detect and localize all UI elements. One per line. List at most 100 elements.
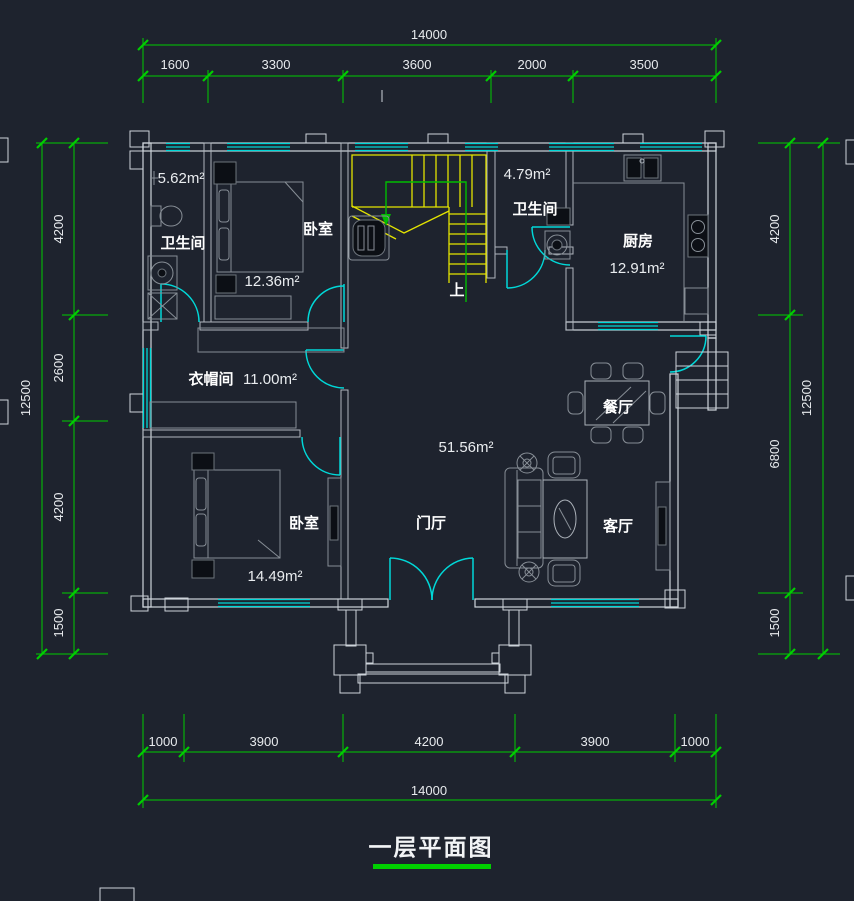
plant [516,452,538,474]
dimension-chain-top: 14000 1600 3300 3600 2000 3500 [137,27,722,103]
room-area-bedroom2: 14.49m² [247,568,302,585]
window-top-2 [227,142,290,152]
door-main-entrance [389,557,474,601]
rug [542,479,588,559]
dim-left-seg-2: 2600 [51,354,66,383]
washing-machine-stairwell [348,215,390,261]
coffee-table [553,499,577,539]
dim-bottom-total: 14000 [411,783,447,798]
dim-bottom-seg-1: 1000 [149,734,178,749]
kitchen-fixtures [573,154,709,322]
dining-table [584,380,650,426]
bed [216,181,304,273]
bedroom1-furniture [213,161,304,320]
dim-left-seg-1: 4200 [51,215,66,244]
dimension-ticks [36,137,80,660]
living-furniture [504,451,671,587]
window-top-5 [549,142,614,152]
porch-post [345,609,357,647]
dim-left-seg-4: 1500 [51,609,66,638]
room-area-bathroom2: 4.79m² [504,166,551,183]
interior-walls [142,142,574,600]
room-label-hall: 门厅 [416,514,446,532]
door-cloakroom [305,349,345,389]
dining-furniture [567,362,666,444]
dim-top-seg-5: 3500 [630,57,659,72]
room-label-bedroom2: 卧室 [289,514,319,532]
porch-step [357,673,509,684]
toilet [150,205,183,227]
side-steps [675,351,729,409]
porch-step [365,663,501,673]
sink [546,207,571,226]
room-label-dining: 餐厅 [603,398,633,416]
cloakroom-furniture [149,327,345,429]
dim-top-seg-4: 2000 [518,57,547,72]
dim-right-seg-1: 4200 [767,215,782,244]
dim-bottom-seg-5: 1000 [681,734,710,749]
door-bathroom2 [506,249,546,289]
dim-right-total: 12500 [799,380,814,416]
window-top-3 [355,142,408,152]
room-labels: 5.62m² 卫生间 卧室 12.36m² 4.79m² 卫生间 厨房 12.9… [158,166,665,585]
dimension-chain-bottom: 1000 3900 4200 3900 1000 14000 [137,714,722,808]
room-label-cloakroom: 衣帽间 [188,370,233,388]
title-underline [373,864,491,869]
room-area-cloakroom: 11.00m² [243,371,297,388]
room-label-bathroom1: 卫生间 [160,234,205,252]
nightstand [213,161,237,185]
tv-cabinet [327,477,342,567]
wall-pilasters [129,130,725,612]
windows [142,142,702,608]
bathroom1-fixtures [147,171,183,320]
dining-chair [590,362,612,380]
sink [147,255,178,291]
viewport-edge-marks [0,137,854,901]
dining-chair [622,426,644,444]
nightstand [191,452,215,471]
dining-chair [567,391,584,415]
dining-chair [649,391,666,415]
dim-right-seg-2: 6800 [767,440,782,469]
dimension-chain-right: 4200 6800 1500 12500 [758,137,840,660]
bathroom2-fixtures [544,207,571,260]
dining-chair [590,426,612,444]
fridge [684,287,709,315]
dim-right-seg-3: 1500 [767,609,782,638]
dimension-chain-left: 4200 2600 4200 1500 12500 [18,137,108,660]
doors [160,226,707,601]
dim-top-seg-3: 3600 [403,57,432,72]
drawing-title-block: 一层平面图 [369,834,494,869]
dim-bottom-seg-2: 3900 [250,734,279,749]
tv-cabinet [655,481,671,571]
dim-bottom-seg-3: 4200 [415,734,444,749]
room-label-bathroom2: 卫生间 [512,200,557,218]
drawing-title: 一层平面图 [369,834,494,860]
room-area-bedroom1: 12.36m² [244,273,299,290]
dim-top-total: 14000 [411,27,447,42]
plant [518,561,540,583]
armchair [547,451,581,479]
shower-drain [147,292,178,320]
door-bedroom1 [307,284,345,323]
nightstand [215,274,237,294]
dim-left-total: 12500 [18,380,33,416]
wardrobe [149,401,297,429]
dim-top-seg-1: 1600 [161,57,190,72]
room-label-bedroom1: 卧室 [303,220,333,238]
window-top-4 [465,142,498,152]
dimension-ticks [137,746,722,806]
door-bedroom2 [301,436,341,476]
dim-bottom-seg-4: 3900 [581,734,610,749]
nightstand [191,559,215,579]
window-kitchen-bottom [598,321,658,331]
wardrobe [197,327,345,353]
bedroom2-furniture [191,452,342,579]
room-label-living: 客厅 [602,517,633,535]
dimension-ticks [784,137,829,660]
window-top-1 [166,142,190,152]
dimension-ticks [137,39,722,82]
